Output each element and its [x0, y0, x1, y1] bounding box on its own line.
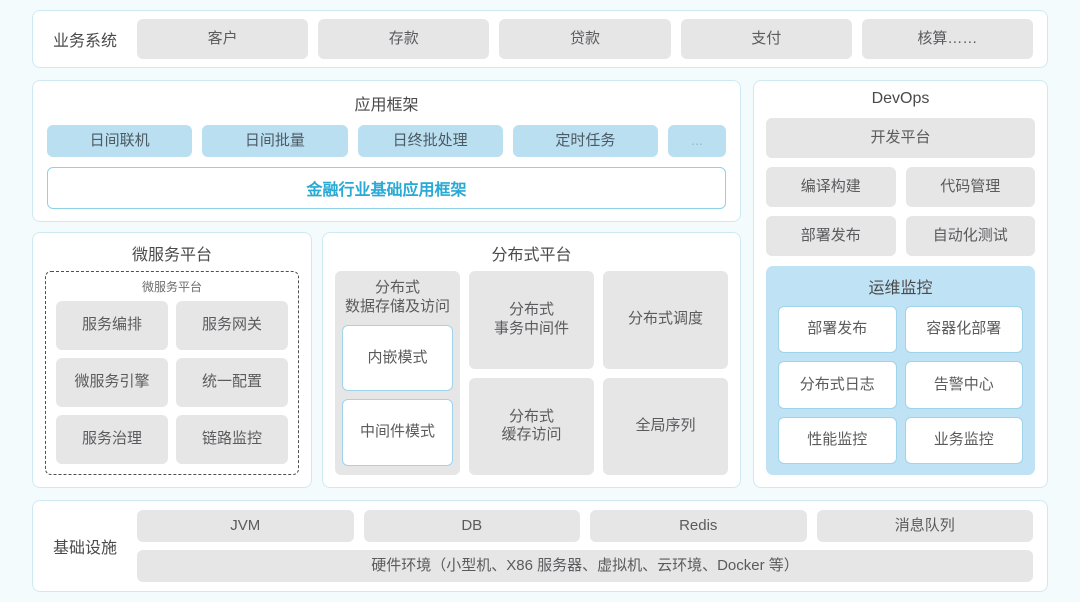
business-item-customer[interactable]: 客户 [137, 19, 309, 59]
distributed-platform-title: 分布式平台 [491, 247, 572, 264]
app-framework-section: 应用框架 日间联机 日间批量 日终批处理 定时任务 ... 金融行业基础应用框架 [32, 80, 741, 222]
dist-mode-middleware[interactable]: 中间件模式 [342, 399, 453, 466]
microservice-platform-dashed-group: 微服务平台 服务编排 服务网关 微服务引擎 统一配置 服务治理 链路监控 [45, 271, 299, 475]
app-pill-daytime-online[interactable]: 日间联机 [47, 125, 193, 157]
platform-lower-row: 微服务平台 微服务平台 服务编排 服务网关 微服务引擎 统一配置 服务治理 链路… [32, 232, 741, 488]
business-item-loan[interactable]: 贷款 [499, 19, 671, 59]
infrastructure-body: JVM DB Redis 消息队列 硬件环境（小型机、X86 服务器、虚拟机、云… [137, 510, 1033, 582]
ops-item-performance-monitor[interactable]: 性能监控 [778, 416, 897, 464]
app-pill-daytime-batch[interactable]: 日间批量 [202, 125, 348, 157]
business-item-accounting[interactable]: 核算…… [861, 19, 1034, 59]
devops-item-compile-build[interactable]: 编译构建 [766, 167, 896, 207]
microservice-platform-section: 微服务平台 微服务平台 服务编排 服务网关 微服务引擎 统一配置 服务治理 链路… [32, 232, 312, 488]
devops-column: DevOps 开发平台 编译构建 代码管理 部署发布 自动化测试 运维监控 [753, 80, 1048, 488]
msp-item-service-governance[interactable]: 服务治理 [56, 415, 168, 464]
infrastructure-hardware-row: 硬件环境（小型机、X86 服务器、虚拟机、云环境、Docker 等） [137, 550, 1033, 582]
devops-pair-1: 编译构建 代码管理 [766, 167, 1035, 207]
microservice-platform-subtitle: 微服务平台 [141, 280, 202, 294]
devops-item-code-management[interactable]: 代码管理 [905, 167, 1035, 207]
microservice-platform-title: 微服务平台 [131, 247, 212, 264]
msp-item-service-orchestration[interactable]: 服务编排 [56, 301, 168, 350]
business-item-deposit[interactable]: 存款 [318, 19, 490, 59]
devops-item-deploy-release[interactable]: 部署发布 [766, 216, 896, 256]
app-framework-title: 应用框架 [354, 97, 419, 114]
dist-store-modes: 内嵌模式 中间件模式 [342, 324, 453, 466]
infra-item-db[interactable]: DB [363, 510, 580, 542]
dist-cell-2-line2: 缓存访问 [501, 426, 562, 444]
microservice-platform-grid: 服务编排 服务网关 微服务引擎 统一配置 服务治理 链路监控 [56, 301, 288, 464]
dist-mode-embedded[interactable]: 内嵌模式 [342, 324, 453, 392]
dist-item-cache-access[interactable]: 分布式 缓存访问 [469, 377, 594, 475]
ops-monitoring-grid: 部署发布 容器化部署 分布式日志 告警中心 性能监控 业务监控 [778, 306, 1023, 464]
app-pill-more[interactable]: ... [668, 125, 726, 157]
dist-item-scheduling[interactable]: 分布式调度 [603, 271, 728, 369]
ops-item-deploy-release[interactable]: 部署发布 [778, 306, 897, 354]
business-item-payment[interactable]: 支付 [680, 19, 852, 59]
infra-item-redis[interactable]: Redis [590, 510, 807, 542]
dist-store-title-line1: 分布式 [374, 279, 420, 296]
dist-cell-0-text: 分布式 事务中间件 [494, 301, 569, 339]
ops-item-distributed-log[interactable]: 分布式日志 [778, 361, 897, 409]
ops-item-business-monitor[interactable]: 业务监控 [904, 416, 1023, 464]
business-system-section: 业务系统 客户 存款 贷款 支付 核算…… [32, 10, 1048, 68]
distributed-platform-grid: 分布式 数据存储及访问 内嵌模式 中间件模式 分布式 事务中间件 [335, 271, 728, 475]
dist-cell-0-line1: 分布式 [508, 301, 554, 318]
devops-item-automated-test[interactable]: 自动化测试 [905, 216, 1035, 256]
middle-region: 应用框架 日间联机 日间批量 日终批处理 定时任务 ... 金融行业基础应用框架… [32, 80, 1048, 488]
app-framework-pills: 日间联机 日间批量 日终批处理 定时任务 ... [47, 125, 726, 157]
msp-item-unified-config[interactable]: 统一配置 [176, 358, 288, 407]
dist-cell-2-text: 分布式 缓存访问 [501, 408, 561, 446]
infra-item-message-queue[interactable]: 消息队列 [816, 510, 1033, 542]
dist-item-global-sequence[interactable]: 全局序列 [603, 377, 728, 475]
dist-store-title-line2: 数据存储及访问 [344, 297, 450, 315]
infrastructure-section: 基础设施 JVM DB Redis 消息队列 硬件环境（小型机、X86 服务器、… [32, 500, 1048, 592]
distributed-platform-section: 分布式平台 分布式 数据存储及访问 内嵌模式 中间件模式 [322, 232, 741, 488]
app-pill-scheduled-task[interactable]: 定时任务 [512, 125, 658, 157]
msp-item-trace-monitoring[interactable]: 链路监控 [176, 415, 288, 464]
devops-stack: 开发平台 编译构建 代码管理 部署发布 自动化测试 运维监控 部署发布 容器化部… [766, 118, 1035, 475]
dist-cell-2-line1: 分布式 [508, 407, 554, 425]
business-system-items: 客户 存款 贷款 支付 核算…… [137, 19, 1034, 59]
dist-item-data-storage-access[interactable]: 分布式 数据存储及访问 内嵌模式 中间件模式 [335, 271, 460, 475]
devops-title: DevOps [871, 90, 930, 107]
infra-item-hardware-environment[interactable]: 硬件环境（小型机、X86 服务器、虚拟机、云环境、Docker 等） [137, 550, 1033, 582]
business-system-label: 业务系统 [52, 33, 117, 50]
dist-item-transaction-middleware[interactable]: 分布式 事务中间件 [469, 271, 594, 369]
devops-item-dev-platform[interactable]: 开发平台 [766, 118, 1035, 158]
ops-item-containerized-deploy[interactable]: 容器化部署 [904, 306, 1023, 354]
platform-column: 应用框架 日间联机 日间批量 日终批处理 定时任务 ... 金融行业基础应用框架… [32, 80, 741, 488]
ops-monitoring-title: 运维监控 [868, 280, 933, 297]
msp-item-service-gateway[interactable]: 服务网关 [176, 301, 288, 350]
finance-base-framework-banner: 金融行业基础应用框架 [47, 167, 726, 209]
infra-item-jvm[interactable]: JVM [137, 510, 354, 542]
msp-item-microservice-engine[interactable]: 微服务引擎 [56, 358, 168, 407]
dist-cell-0-line2: 事务中间件 [493, 319, 569, 337]
devops-pair-2: 部署发布 自动化测试 [766, 216, 1035, 256]
devops-section: DevOps 开发平台 编译构建 代码管理 部署发布 自动化测试 运维监控 [753, 80, 1048, 488]
app-pill-eod-batch[interactable]: 日终批处理 [357, 125, 503, 157]
infrastructure-label: 基础设施 [52, 540, 117, 557]
dist-store-title: 分布式 数据存储及访问 [342, 279, 453, 317]
ops-item-alert-center[interactable]: 告警中心 [904, 361, 1023, 409]
infrastructure-items: JVM DB Redis 消息队列 [137, 510, 1033, 542]
ops-monitoring-panel: 运维监控 部署发布 容器化部署 分布式日志 告警中心 性能监控 业务监控 [766, 266, 1035, 475]
